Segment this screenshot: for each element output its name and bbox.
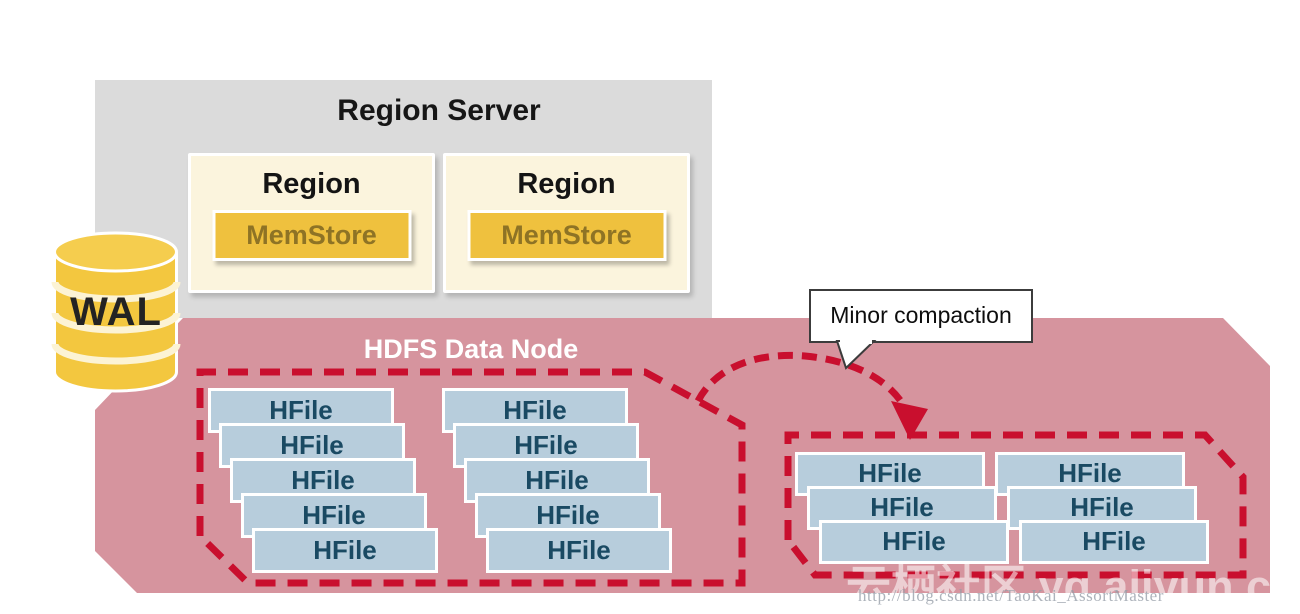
- wal-label: WAL: [70, 290, 162, 334]
- hfile-box: HFile: [819, 520, 1009, 564]
- wal-cylinder-icon: [51, 231, 181, 393]
- compaction-arrowhead: [891, 401, 928, 440]
- memstore-box: MemStore: [212, 210, 411, 261]
- watermark-main: 云栖社区 yq.aliyun.com: [846, 561, 1300, 612]
- hfile-box: HFile: [252, 528, 438, 573]
- region-box-2: Region MemStore: [443, 153, 690, 293]
- region-box-1: Region MemStore: [188, 153, 435, 293]
- watermark-sub: http://blog.csdn.net/TaoKai_AssortMaster: [858, 586, 1164, 605]
- hfile-box: HFile: [1019, 520, 1209, 564]
- hdfs-datanode-title: HDFS Data Node: [363, 334, 579, 364]
- compaction-arrow: [694, 351, 911, 414]
- hfile-group-border-2: [784, 431, 1247, 579]
- callout-bubble: [809, 289, 1033, 370]
- minor-compaction-label: Minor compaction: [830, 302, 1012, 328]
- region-label: Region: [262, 168, 361, 200]
- region-label: Region: [517, 168, 616, 200]
- hfile-group-border-1: [196, 368, 746, 587]
- region-server-title: Region Server: [337, 94, 541, 127]
- hfile-box: HFile: [486, 528, 672, 573]
- memstore-box: MemStore: [467, 210, 666, 261]
